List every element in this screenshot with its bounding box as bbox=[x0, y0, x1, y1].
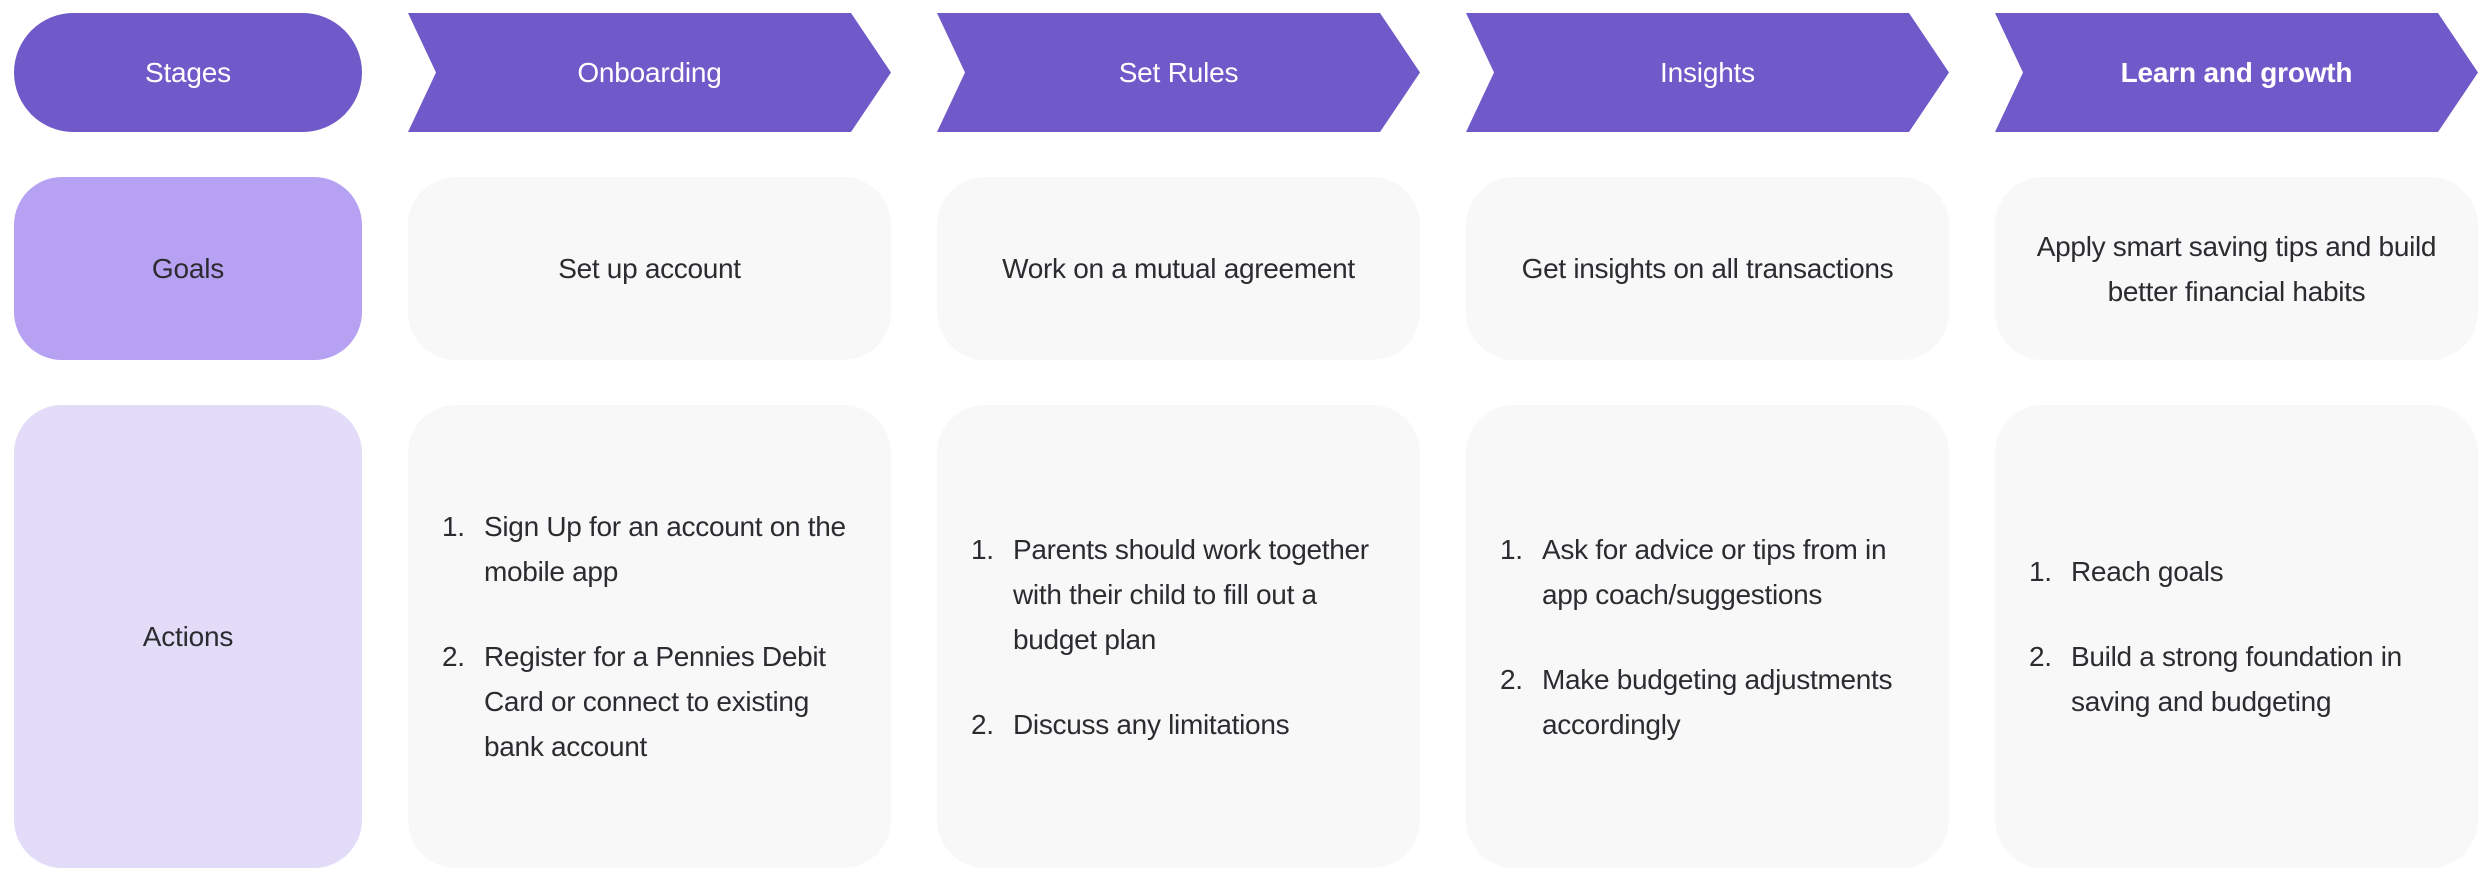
actions-cell-learn-and-growth: 1. Reach goals 2. Build a strong foundat… bbox=[1995, 405, 2478, 868]
list-item: 2. Register for a Pennies Debit Card or … bbox=[442, 634, 867, 769]
actions-list: 1. Reach goals 2. Build a strong foundat… bbox=[2029, 549, 2454, 724]
stage-arrow-set-rules: Set Rules bbox=[937, 13, 1420, 132]
list-item-number: 2. bbox=[442, 641, 465, 672]
list-item-text: Reach goals bbox=[2071, 556, 2224, 587]
list-item-number: 2. bbox=[1500, 663, 1523, 695]
actions-cell-insights: 1. Ask for advice or tips from in app co… bbox=[1466, 405, 1949, 868]
goals-row-header: Goals bbox=[14, 177, 362, 360]
actions-row-header-label: Actions bbox=[142, 620, 234, 652]
stage-label-onboarding: Onboarding bbox=[577, 56, 722, 88]
stage-arrow-insights: Insights bbox=[1466, 13, 1949, 132]
goal-text: Set up account bbox=[558, 253, 741, 284]
list-item-number: 1. bbox=[2029, 556, 2052, 587]
actions-cell-set-rules: 1. Parents should work together with the… bbox=[937, 405, 1420, 868]
goal-cell-learn-and-growth: Apply smart saving tips and build better… bbox=[1995, 177, 2478, 360]
actions-row-header: Actions bbox=[14, 405, 362, 868]
list-item-text: Ask for advice or tips from in app coach… bbox=[1542, 533, 1887, 610]
actions-list: 1. Parents should work together with the… bbox=[971, 527, 1396, 747]
stage-arrow-onboarding: Onboarding bbox=[408, 13, 891, 132]
list-item: 2. Make budgeting adjustments accordingl… bbox=[1500, 657, 1925, 747]
list-item-text: Build a strong foundation in saving and … bbox=[2071, 641, 2402, 717]
actions-list: 1. Ask for advice or tips from in app co… bbox=[1500, 527, 1925, 747]
goal-cell-set-rules: Work on a mutual agreement bbox=[937, 177, 1420, 360]
list-item-number: 1. bbox=[971, 533, 994, 565]
stage-label-insights: Insights bbox=[1660, 56, 1755, 88]
list-item: 1. Ask for advice or tips from in app co… bbox=[1500, 527, 1925, 617]
goal-cell-insights: Get insights on all transactions bbox=[1466, 177, 1949, 360]
list-item-number: 1. bbox=[442, 511, 465, 542]
list-item-number: 2. bbox=[971, 708, 994, 740]
stages-row-header-label: Stages bbox=[145, 56, 231, 88]
stage-label-set-rules: Set Rules bbox=[1118, 56, 1239, 88]
stage-label-learn-and-growth: Learn and growth bbox=[2120, 56, 2353, 88]
list-item-text: Parents should work together with their … bbox=[1013, 533, 1369, 655]
goal-text: Work on a mutual agreement bbox=[1002, 253, 1355, 284]
list-item: 1. Parents should work together with the… bbox=[971, 527, 1396, 662]
stages-row-header: Stages bbox=[14, 13, 362, 132]
list-item-text: Sign Up for an account on the mobile app bbox=[484, 511, 846, 587]
actions-list: 1. Sign Up for an account on the mobile … bbox=[442, 504, 867, 769]
list-item-text: Discuss any limitations bbox=[1013, 708, 1290, 740]
goal-text: Apply smart saving tips and build better… bbox=[2036, 230, 2437, 307]
goals-row-header-label: Goals bbox=[151, 252, 225, 284]
list-item: 2. Discuss any limitations bbox=[971, 702, 1396, 747]
goal-text: Get insights on all transactions bbox=[1521, 253, 1894, 284]
list-item: 1. Reach goals bbox=[2029, 549, 2454, 594]
actions-cell-onboarding: 1. Sign Up for an account on the mobile … bbox=[408, 405, 891, 868]
list-item: 1. Sign Up for an account on the mobile … bbox=[442, 504, 867, 594]
goal-cell-onboarding: Set up account bbox=[408, 177, 891, 360]
list-item-text: Register for a Pennies Debit Card or con… bbox=[484, 641, 826, 762]
list-item-text: Make budgeting adjustments accordingly bbox=[1542, 663, 1893, 740]
list-item-number: 1. bbox=[1500, 533, 1523, 565]
list-item: 2. Build a strong foundation in saving a… bbox=[2029, 634, 2454, 724]
list-item-number: 2. bbox=[2029, 641, 2052, 672]
stage-arrow-learn-and-growth: Learn and growth bbox=[1995, 13, 2478, 132]
